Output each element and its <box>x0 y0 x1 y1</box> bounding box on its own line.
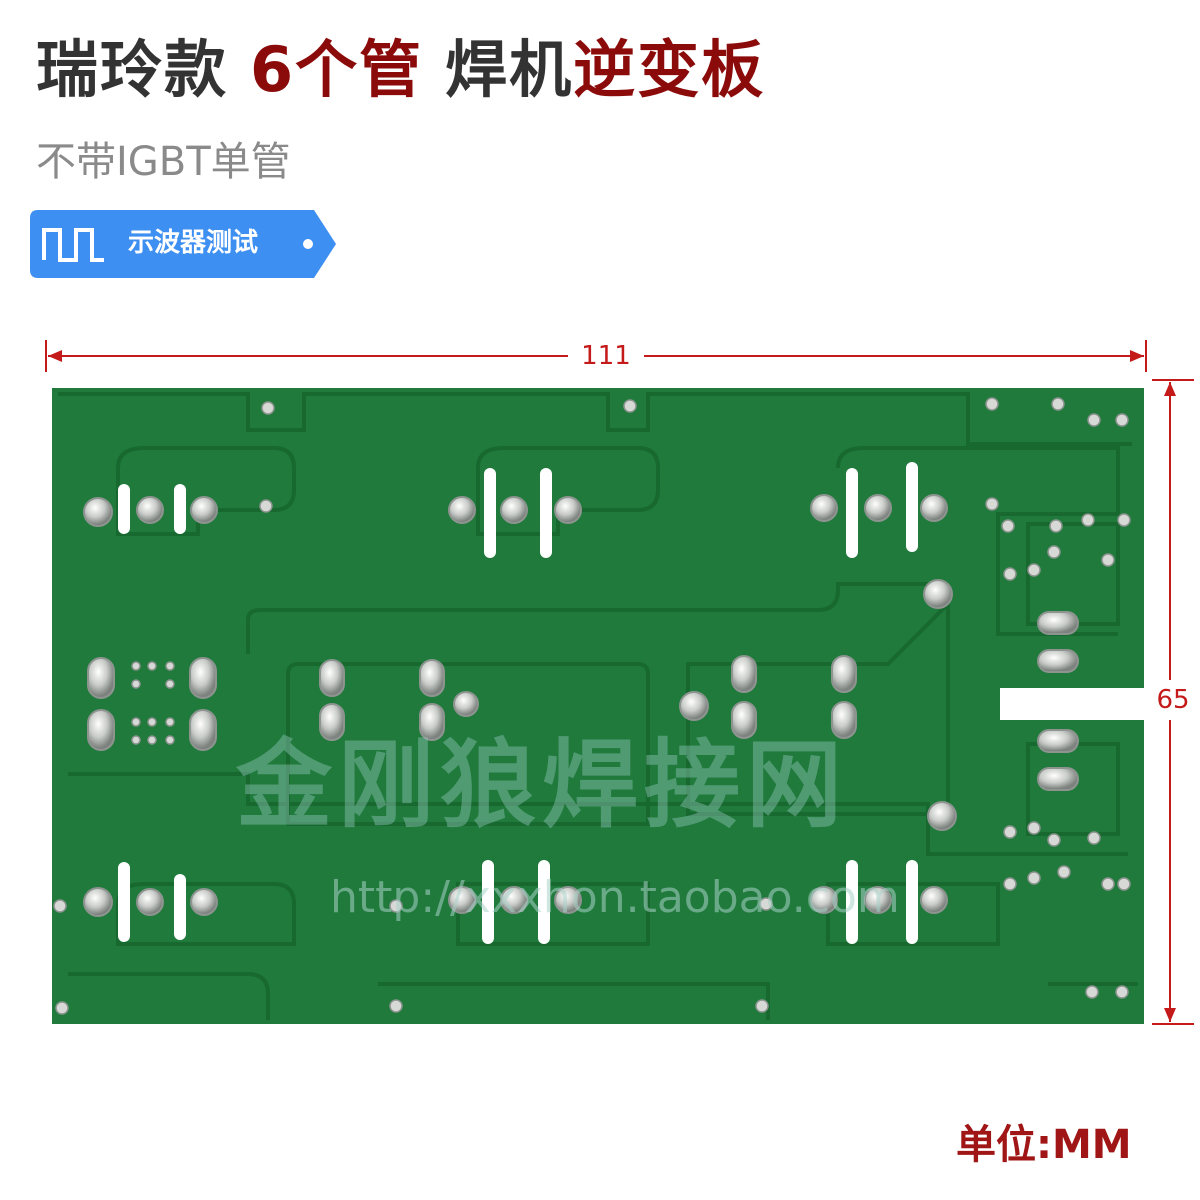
page-subtitle: 不带IGBT单管 <box>36 139 291 185</box>
height-dimension: 65 <box>1146 378 1200 1028</box>
title-inverter-board: 逆变板 <box>573 33 766 106</box>
page-title: 瑞玲款 6个管焊机逆变板 <box>36 22 765 118</box>
title-welder: 焊机 <box>445 33 574 106</box>
watermark-url: http://xxxhon.taobao.com <box>330 872 900 923</box>
badge-label: 示波器测试 <box>128 228 259 258</box>
pcb-illustration <box>52 388 1144 1024</box>
square-wave-icon <box>42 228 104 262</box>
watermark-text: 金刚狼焊接网 <box>236 729 848 841</box>
inverter-pcb-image <box>48 384 1148 1028</box>
height-value: 65 <box>1146 680 1200 720</box>
width-dimension: 111 <box>44 336 1150 376</box>
badge-background <box>30 210 336 278</box>
badge-dot <box>303 239 313 249</box>
width-value: 111 <box>568 336 644 376</box>
title-brand: 瑞玲款 <box>36 33 229 106</box>
unit-label: 单位:MM <box>956 1122 1132 1168</box>
oscilloscope-test-badge: 示波器测试 <box>28 208 336 278</box>
title-tube-count: 6个管 <box>250 33 424 106</box>
